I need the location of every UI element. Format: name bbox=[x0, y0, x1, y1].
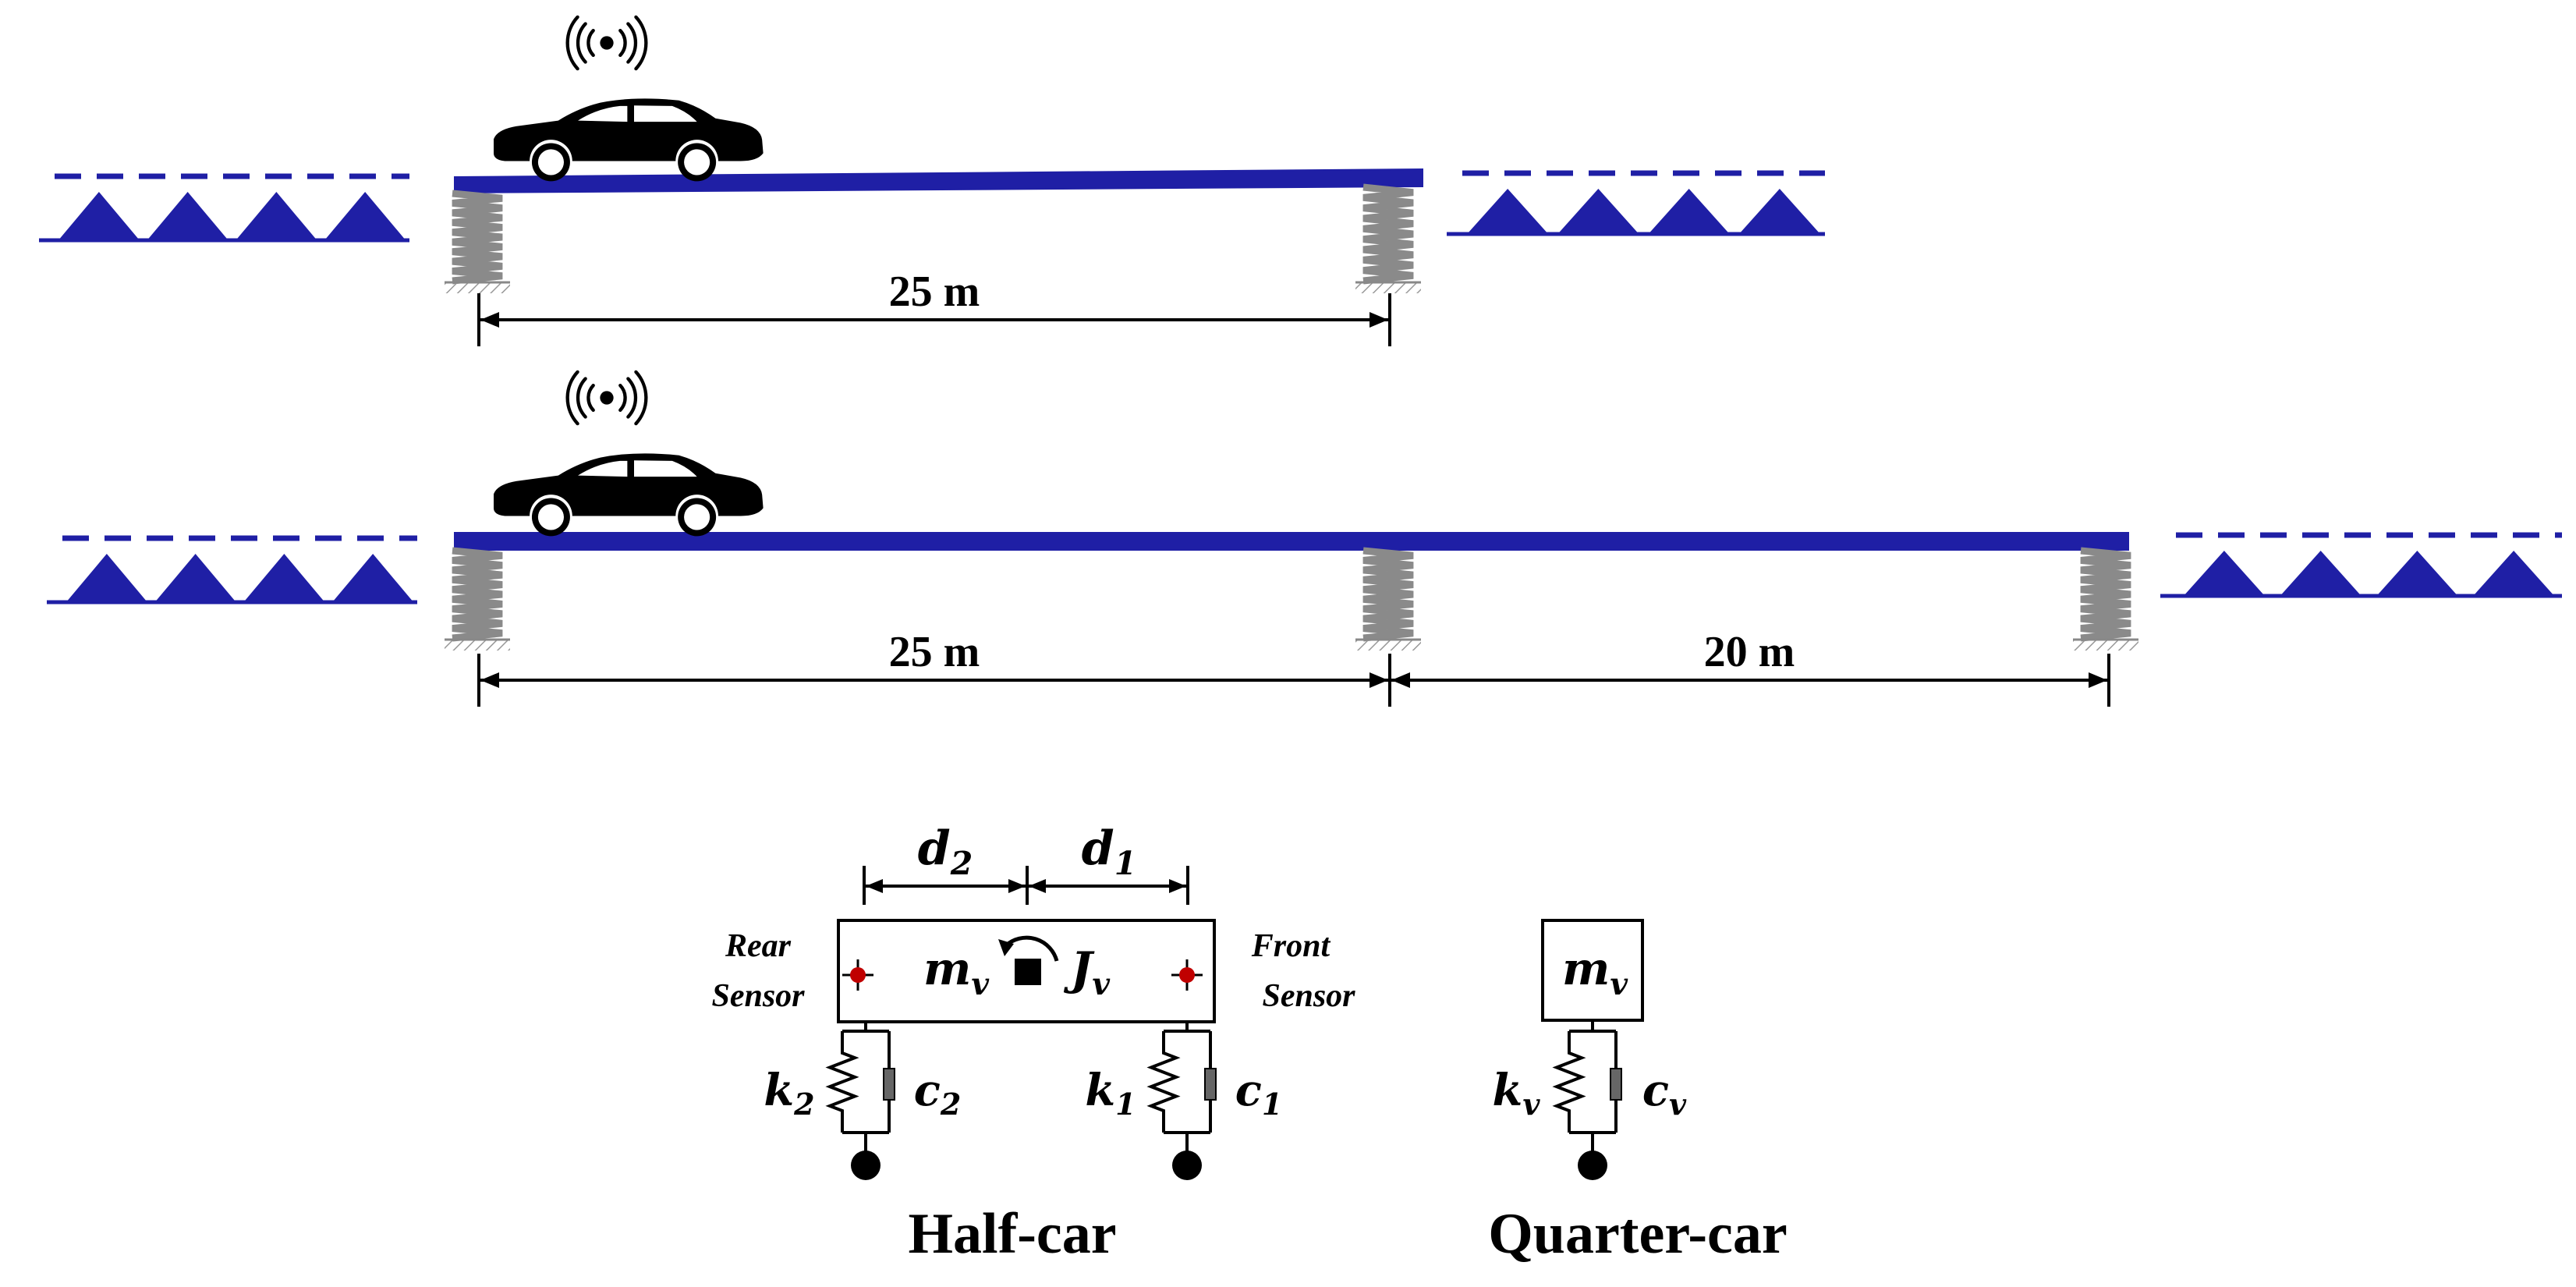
bottom-bridge-diagram: 25 m 20 m bbox=[47, 372, 2562, 707]
top-span-dimension: 25 m bbox=[477, 268, 1391, 346]
right-approach-slab bbox=[1447, 170, 1825, 236]
spring-coil bbox=[1362, 547, 1414, 642]
spring-coil bbox=[825, 1031, 859, 1133]
car-icon bbox=[494, 453, 764, 537]
spring-coil bbox=[1146, 1031, 1181, 1133]
cv-label: cv bbox=[1642, 1065, 1687, 1122]
arrow-head bbox=[1029, 879, 1046, 893]
bridge-deck bbox=[454, 168, 1423, 193]
left-support bbox=[445, 190, 510, 293]
ground-hatch bbox=[445, 640, 510, 651]
right-support bbox=[1355, 183, 1421, 293]
approach-triangle bbox=[332, 554, 414, 602]
ground-hatch bbox=[445, 282, 510, 293]
approach-triangle bbox=[1557, 189, 1639, 234]
wheel-mass-icon bbox=[1172, 1150, 1202, 1180]
spring-coil bbox=[1362, 183, 1414, 285]
suspension: k1 c1 bbox=[1085, 1030, 1283, 1180]
d2-label: d2 bbox=[918, 821, 973, 882]
spring-coil bbox=[452, 190, 503, 285]
rear-sensor-marker bbox=[842, 959, 873, 991]
k2-label: k2 bbox=[764, 1065, 814, 1122]
approach-triangle bbox=[2183, 551, 2265, 596]
damper-cylinder bbox=[1204, 1068, 1217, 1101]
ground-hatch bbox=[1355, 640, 1421, 651]
d1-label: d1 bbox=[1082, 821, 1136, 882]
arrow-head bbox=[480, 672, 499, 688]
approach-triangle bbox=[66, 554, 147, 602]
approach-triangle bbox=[154, 554, 236, 602]
wifi-signal-icon bbox=[568, 372, 647, 424]
k1-label: k1 bbox=[1085, 1065, 1136, 1122]
rear-sensor-label-1: Rear bbox=[725, 928, 792, 964]
center-of-mass bbox=[1015, 959, 1041, 985]
approach-triangle bbox=[1738, 189, 1820, 234]
quarter-car-title: Quarter-car bbox=[1488, 1202, 1787, 1266]
spring-coil bbox=[1552, 1031, 1586, 1133]
sensor-marker-icon bbox=[850, 967, 866, 983]
damper-cylinder bbox=[1610, 1068, 1622, 1101]
suspension: kv cv bbox=[1493, 1030, 1687, 1180]
vehicle bbox=[494, 372, 764, 537]
approach-triangle bbox=[2473, 551, 2555, 596]
arrow-head bbox=[866, 879, 883, 893]
rotation-arrow bbox=[1005, 935, 1059, 962]
kv-label: kv bbox=[1493, 1065, 1541, 1122]
approach-triangle bbox=[324, 192, 406, 240]
left-support bbox=[445, 547, 510, 651]
span2-dimension: 20 m bbox=[1388, 628, 2110, 707]
rear-sensor-label-2: Sensor bbox=[711, 978, 805, 1014]
front-sensor-label-2: Sensor bbox=[1262, 978, 1355, 1014]
right-approach-slab bbox=[2160, 532, 2562, 598]
sensor-marker-icon bbox=[1179, 967, 1195, 983]
arrow-head bbox=[2089, 672, 2107, 688]
arrow-head bbox=[1391, 672, 1410, 688]
left-approach-slab bbox=[47, 535, 417, 604]
front-sensor-label-1: Front bbox=[1251, 928, 1331, 964]
spring-coil bbox=[452, 547, 503, 642]
suspension: k2 c2 bbox=[764, 1030, 962, 1180]
wheel-mass-icon bbox=[1578, 1150, 1607, 1180]
span1-dimension: 25 m bbox=[477, 628, 1391, 707]
approach-triangle bbox=[58, 192, 140, 240]
ground-hatch bbox=[1355, 282, 1421, 293]
vehicle bbox=[494, 17, 764, 182]
top-bridge-diagram: 25 m bbox=[39, 17, 1825, 346]
approach-triangle bbox=[1467, 189, 1549, 234]
c2-label: c2 bbox=[914, 1065, 962, 1122]
c1-label: c1 bbox=[1235, 1065, 1283, 1122]
approach-triangle bbox=[2280, 551, 2362, 596]
span-length-label: 25 m bbox=[889, 628, 980, 676]
approach-triangle bbox=[243, 554, 325, 602]
spring-coil bbox=[2080, 547, 2131, 642]
car-icon bbox=[494, 98, 764, 182]
approach-triangle bbox=[1648, 189, 1730, 234]
wifi-signal-icon bbox=[568, 17, 647, 69]
bridge-deck bbox=[454, 532, 2129, 551]
arrow-head bbox=[1369, 312, 1388, 328]
half-car-title: Half-car bbox=[908, 1202, 1116, 1266]
damper-cylinder bbox=[883, 1068, 895, 1101]
front-sensor-marker bbox=[1171, 959, 1203, 991]
left-approach-slab bbox=[39, 173, 409, 243]
right-support bbox=[2073, 547, 2138, 651]
span-length-label: 20 m bbox=[1704, 628, 1795, 676]
ground-hatch bbox=[2073, 640, 2138, 651]
approach-triangle bbox=[236, 192, 317, 240]
rotation-arrow-head bbox=[998, 939, 1014, 956]
arrow-head bbox=[480, 312, 499, 328]
approach-triangle bbox=[147, 192, 229, 240]
arrow-head bbox=[1169, 879, 1186, 893]
span-length-label: 25 m bbox=[889, 268, 980, 316]
arrow-head bbox=[1369, 672, 1388, 688]
middle-support bbox=[1355, 547, 1421, 651]
arrow-head bbox=[1008, 879, 1026, 893]
wheel-mass-icon bbox=[851, 1150, 881, 1180]
approach-triangle bbox=[2376, 551, 2458, 596]
